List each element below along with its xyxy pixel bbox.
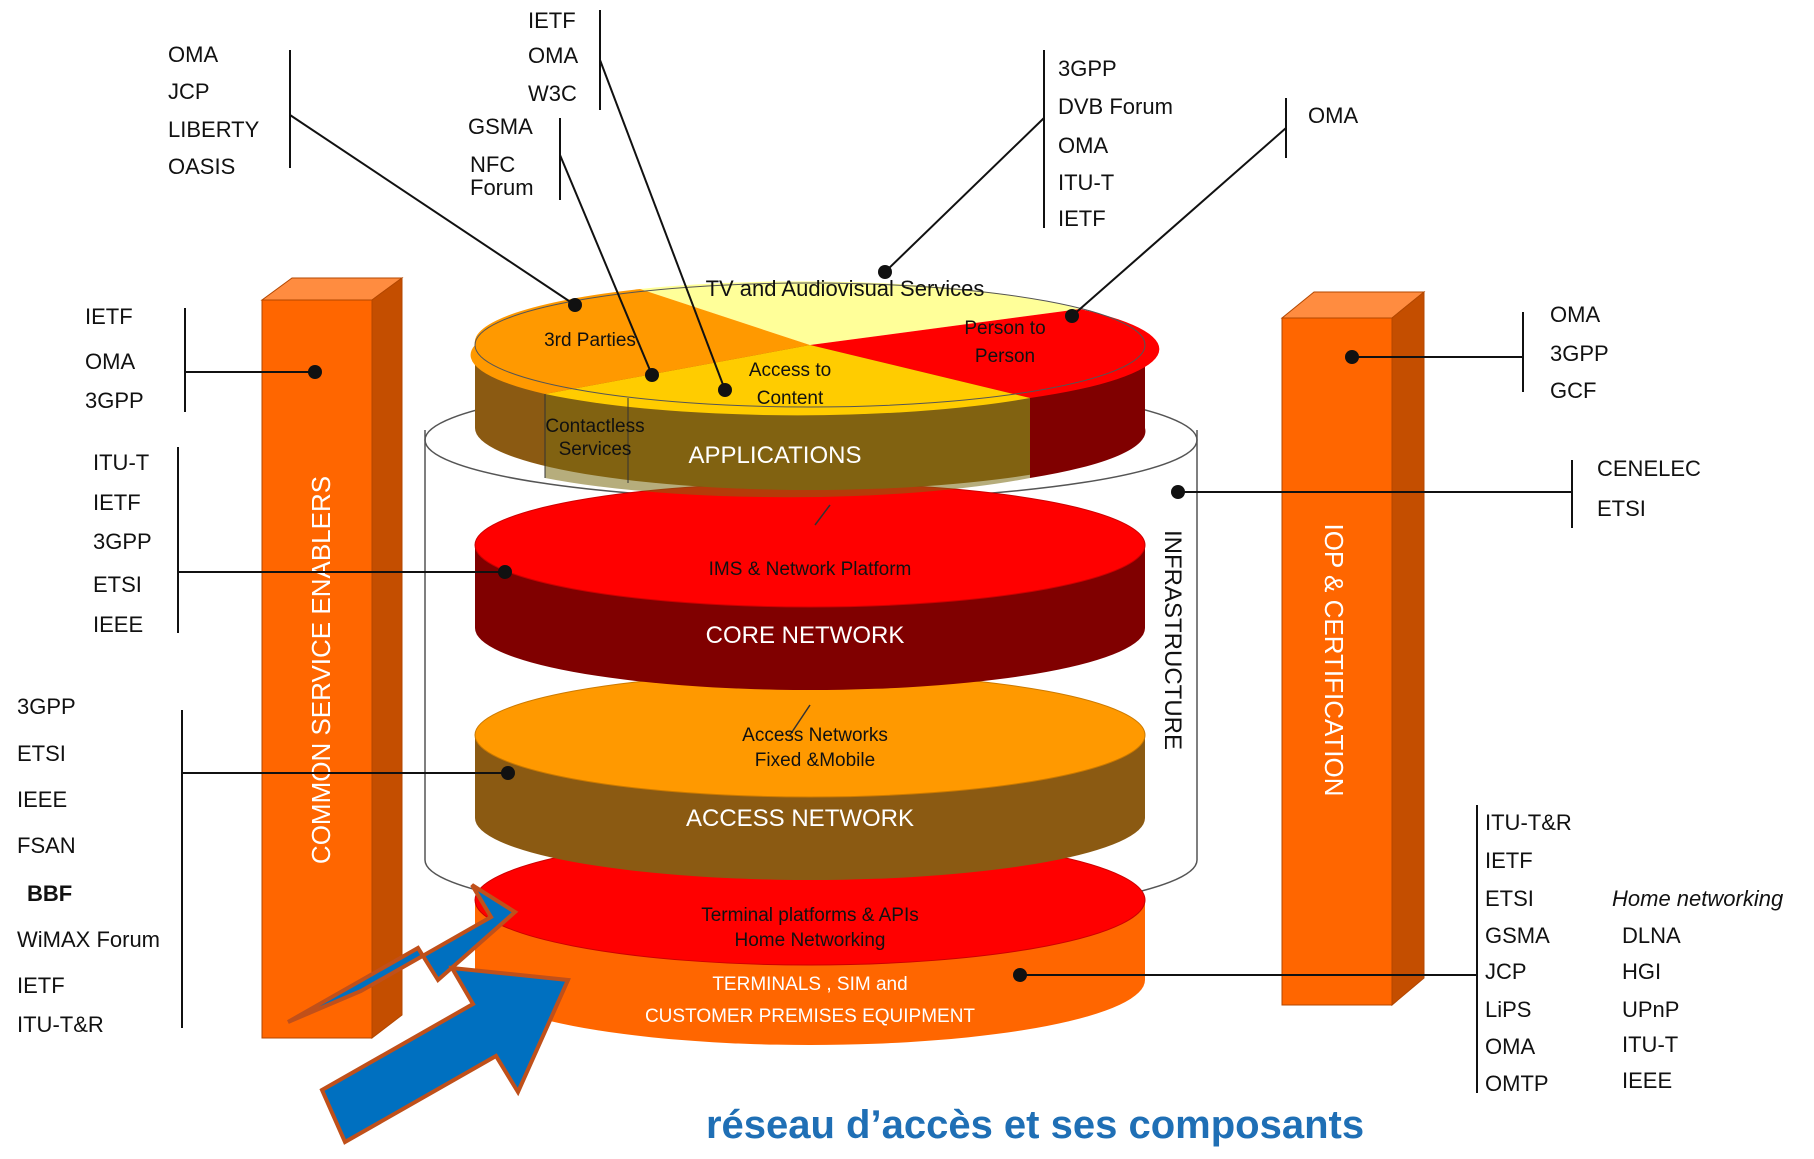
group-item: ITU-T&R: [17, 1012, 104, 1037]
group-item: IETF: [85, 304, 133, 329]
group-top-mid2: GSMA NFC Forum: [468, 114, 534, 200]
access-network-layer: Access Networks Fixed &Mobile ACCESS NET…: [474, 672, 1146, 880]
contactless-line2: Services: [559, 439, 632, 460]
group-item: JCP: [168, 79, 210, 104]
group-item: IEEE: [1622, 1068, 1672, 1093]
group-item: FSAN: [17, 833, 76, 858]
group-item: HGI: [1622, 959, 1661, 984]
group-item: OMA: [1485, 1034, 1535, 1059]
arrow-lower: [319, 965, 571, 1145]
access-network-label: ACCESS NETWORK: [686, 805, 914, 832]
group-item: BBF: [27, 881, 72, 906]
group-item: JCP: [1485, 959, 1527, 984]
applications-layer: TV and Audiovisual Services 3rd Parties …: [470, 276, 1160, 498]
group-item: DLNA: [1622, 923, 1681, 948]
core-network-label: CORE NETWORK: [706, 622, 905, 649]
applications-label: APPLICATIONS: [689, 442, 862, 469]
group-item: ETSI: [17, 741, 66, 766]
group-item: LiPS: [1485, 997, 1531, 1022]
group-left-access: 3GPP ETSI IEEE FSAN BBF WiMAX Forum IETF…: [17, 694, 160, 1037]
iop-certification-pillar: IOP & CERTIFICATION: [1280, 290, 1426, 1007]
group-item: CENELEC: [1597, 456, 1701, 481]
group-top-right: 3GPP DVB Forum OMA ITU-T IETF: [1058, 56, 1173, 231]
group-home-networking: Home networking DLNA HGI UPnP ITU-T IEEE: [1612, 886, 1784, 1093]
group-item: GSMA: [468, 114, 533, 139]
group-item: UPnP: [1622, 997, 1679, 1022]
infrastructure-label: INFRASTRUCTURE: [1159, 530, 1186, 750]
access-to-content-line1: Access to: [749, 360, 831, 381]
arrow-upper: [287, 883, 519, 1024]
group-item: W3C: [528, 81, 577, 106]
group-item: IETF: [528, 8, 576, 33]
contactless-line1: Contactless: [545, 416, 644, 437]
common-service-enablers-label: COMMON SERVICE ENABLERS: [306, 476, 336, 864]
group-item: ITU-T&R: [1485, 810, 1572, 835]
terminals-top-line1: Terminal platforms & APIs: [701, 905, 919, 926]
tv-audiovisual-label: TV and Audiovisual Services: [706, 276, 985, 301]
group-item: GCF: [1550, 378, 1596, 403]
connector-lines: [177, 10, 1573, 1093]
group-item: ETSI: [93, 572, 142, 597]
group-item: OASIS: [168, 154, 235, 179]
group-right-infra: CENELEC ETSI: [1597, 456, 1701, 521]
terminals-label-line2: CUSTOMER PREMISES EQUIPMENT: [645, 1006, 975, 1027]
access-top-line1: Access Networks: [742, 725, 888, 746]
group-top-far-right: OMA: [1308, 103, 1358, 128]
group-item: OMA: [85, 349, 135, 374]
group-item: 3GPP: [85, 388, 144, 413]
access-top-line2: Fixed &Mobile: [755, 750, 875, 771]
group-item: OMA: [1308, 103, 1358, 128]
home-networking-title: Home networking: [1612, 886, 1784, 911]
group-item: IETF: [1485, 848, 1533, 873]
caption: réseau d’accès et ses composants: [706, 1103, 1364, 1147]
terminals-label-line1: TERMINALS , SIM and: [712, 974, 907, 995]
group-item: 3GPP: [17, 694, 76, 719]
group-item: IEEE: [93, 612, 143, 637]
access-to-content-line2: Content: [757, 388, 824, 409]
group-item: 3GPP: [1058, 56, 1117, 81]
group-item: OMTP: [1485, 1071, 1549, 1096]
group-item: Forum: [470, 175, 534, 200]
group-item: 3GPP: [1550, 341, 1609, 366]
group-item: ITU-T: [1622, 1032, 1678, 1057]
group-item: OMA: [168, 42, 218, 67]
person-to-person-line1: Person to: [964, 318, 1045, 339]
group-item: ETSI: [1485, 886, 1534, 911]
common-service-enablers-pillar: COMMON SERVICE ENABLERS: [260, 277, 404, 1040]
group-item: ETSI: [1597, 496, 1646, 521]
group-top-mid: IETF OMA W3C: [528, 8, 578, 106]
group-item: WiMAX Forum: [17, 927, 160, 952]
group-item: ITU-T: [93, 450, 149, 475]
group-left-enablers: IETF OMA 3GPP: [85, 304, 144, 413]
blue-arrows: [287, 883, 571, 1145]
group-left-core: ITU-T IETF 3GPP ETSI IEEE: [93, 450, 152, 637]
third-parties-label: 3rd Parties: [544, 330, 636, 351]
group-top-left: OMA JCP LIBERTY OASIS: [168, 42, 260, 179]
group-item: IETF: [17, 973, 65, 998]
group-item: LIBERTY: [168, 117, 260, 142]
core-network-layer: IMS & Network Platform CORE NETWORK: [474, 482, 1146, 690]
group-item: 3GPP: [93, 529, 152, 554]
group-item: ITU-T: [1058, 170, 1114, 195]
person-to-person-line2: Person: [975, 346, 1035, 367]
group-right-terminals: ITU-T&R IETF ETSI GSMA JCP LiPS OMA OMTP: [1485, 810, 1572, 1096]
group-item: IETF: [93, 490, 141, 515]
group-item: OMA: [1550, 302, 1600, 327]
infrastructure-cylinder: INFRASTRUCTURE: [424, 379, 1198, 921]
core-top-label: IMS & Network Platform: [709, 559, 912, 580]
terminals-top-line2: Home Networking: [735, 930, 886, 951]
group-right-iop: OMA 3GPP GCF: [1550, 302, 1609, 403]
group-item: IEEE: [17, 787, 67, 812]
group-item: IETF: [1058, 206, 1106, 231]
group-item: GSMA: [1485, 923, 1550, 948]
group-item: DVB Forum: [1058, 94, 1173, 119]
group-item: OMA: [528, 43, 578, 68]
group-item: NFC: [470, 152, 515, 177]
iop-certification-label: IOP & CERTIFICATION: [1319, 523, 1349, 796]
group-item: OMA: [1058, 133, 1108, 158]
